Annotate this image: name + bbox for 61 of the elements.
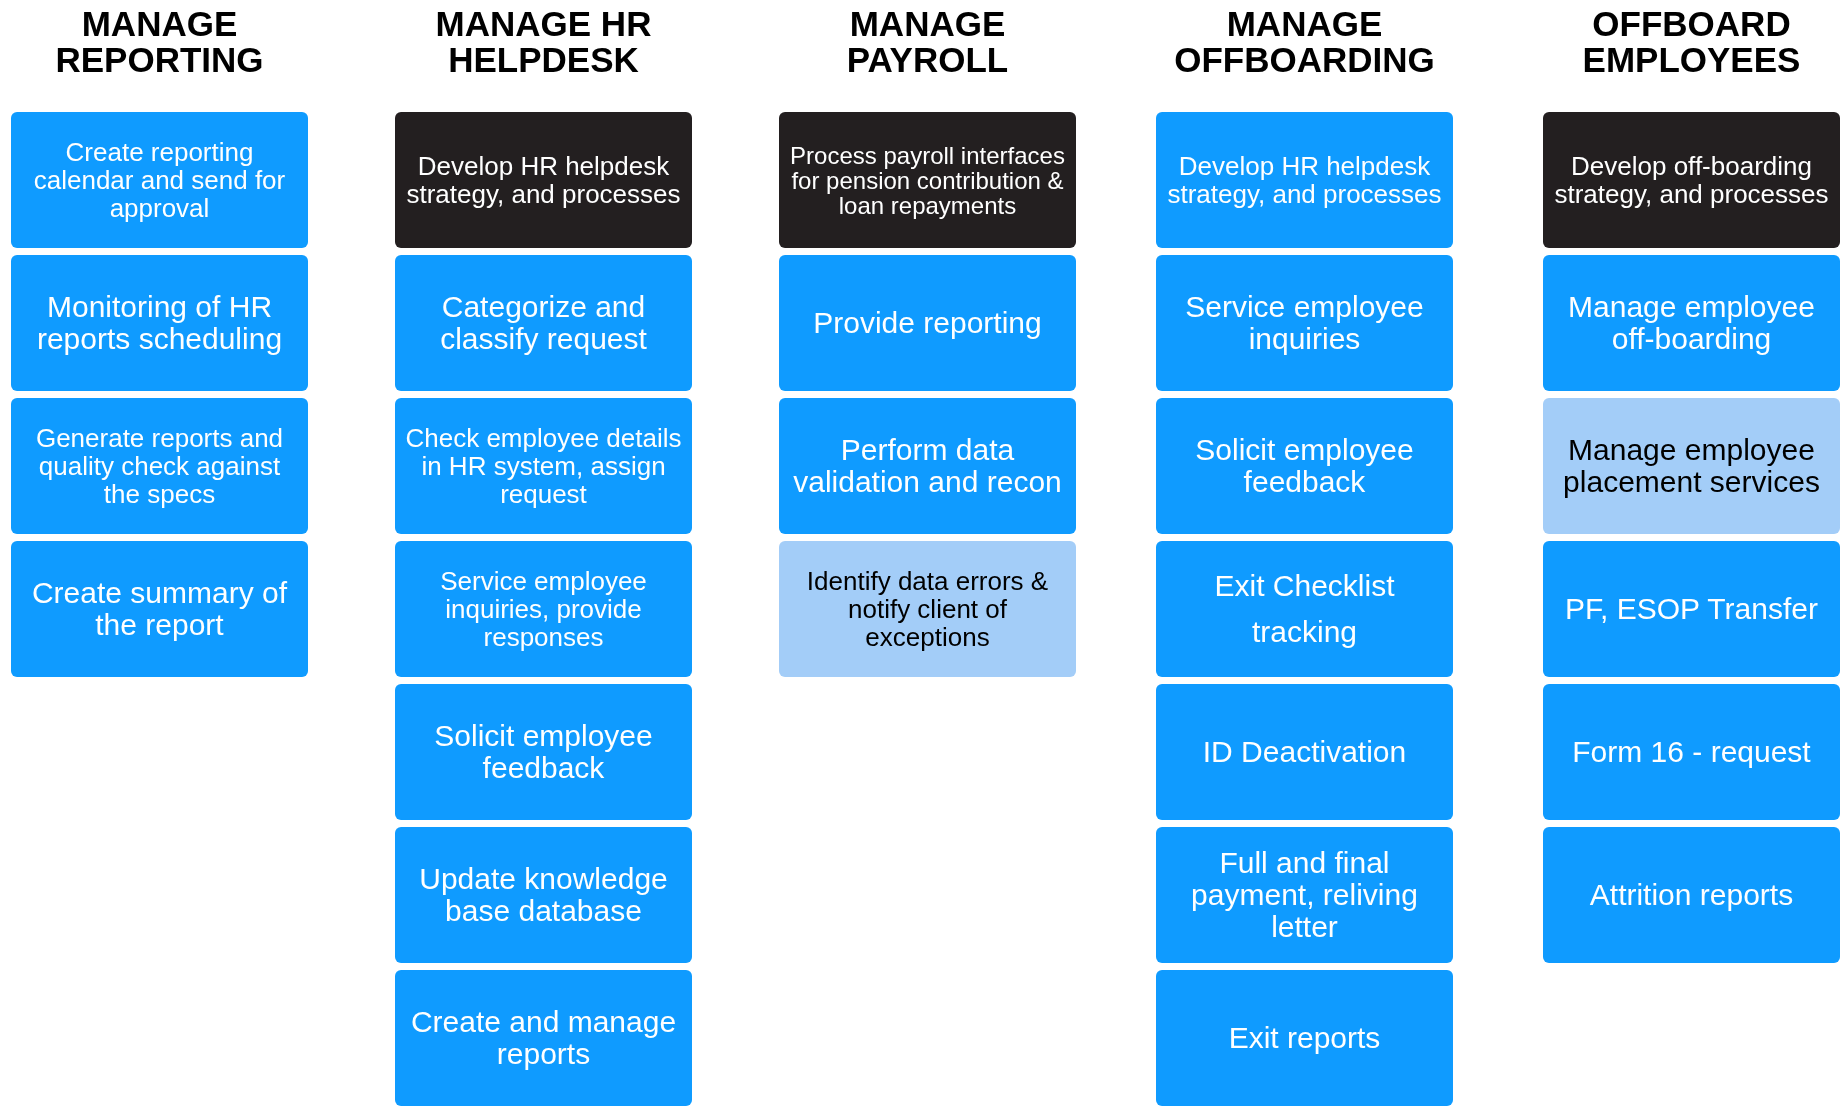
box-text: Create summary of the report xyxy=(30,577,289,641)
process-box xyxy=(779,541,1076,677)
process-box xyxy=(1543,398,1840,534)
box-text: Service employee inquiries, provide responses xyxy=(439,567,648,651)
process-box xyxy=(1156,255,1453,391)
box-text: PF, ESOP Transfer xyxy=(1565,591,1818,627)
box-text: ID Deactivation xyxy=(1202,734,1407,770)
column-heading: MANAGE PAYROLL xyxy=(845,6,1010,78)
process-box xyxy=(1156,684,1453,820)
box-text: Check employee details in HR system, assign request xyxy=(404,424,683,508)
process-box xyxy=(1543,112,1840,248)
process-box xyxy=(395,684,692,820)
column-heading: MANAGE HR HELPDESK xyxy=(434,6,653,78)
box-text: Develop off-boarding strategy, and processes xyxy=(1553,152,1830,208)
box-text: Full and final payment, reliving letter xyxy=(1190,847,1419,943)
process-box xyxy=(1543,255,1840,391)
box-text: Provide reporting xyxy=(813,305,1042,341)
process-box xyxy=(395,112,692,248)
box-text: Categorize and classify request xyxy=(439,291,648,355)
process-box xyxy=(11,541,308,677)
box-text: Attrition reports xyxy=(1589,877,1794,913)
process-box xyxy=(11,255,308,391)
column-heading: MANAGE REPORTING xyxy=(54,6,265,78)
process-box xyxy=(779,398,1076,534)
box-text: Develop HR helpdesk strategy, and processes xyxy=(1166,152,1443,208)
column-heading: OFFBOARD EMPLOYEES xyxy=(1581,6,1802,78)
box-text: Solicit employee feedback xyxy=(1194,434,1415,498)
process-box xyxy=(395,541,692,677)
box-text: Exit Checklist tracking xyxy=(1213,568,1396,650)
box-text: Develop HR helpdesk strategy, and processes xyxy=(405,152,682,208)
box-text: Generate reports and quality check against the specs xyxy=(34,424,285,508)
process-box xyxy=(1543,827,1840,963)
process-box xyxy=(779,255,1076,391)
process-box xyxy=(1156,970,1453,1106)
box-text: Service employee inquiries xyxy=(1184,291,1425,355)
process-box xyxy=(1156,541,1453,677)
process-box xyxy=(11,398,308,534)
box-text: Process payroll interfaces for pension contribution & loan repayments xyxy=(789,142,1066,218)
process-box xyxy=(779,112,1076,248)
box-text: Monitoring of HR reports scheduling xyxy=(35,291,284,355)
process-box xyxy=(395,398,692,534)
process-box xyxy=(395,970,692,1106)
box-text: Update knowledge base database xyxy=(418,863,669,927)
box-text: Create and manage reports xyxy=(409,1006,678,1070)
column-heading: MANAGE OFFBOARDING xyxy=(1173,6,1436,78)
process-box xyxy=(1156,398,1453,534)
process-box xyxy=(395,827,692,963)
box-text: Identify data errors & notify client of exceptions xyxy=(805,567,1050,651)
box-text: Manage employee off-boarding xyxy=(1567,291,1816,355)
process-box xyxy=(1543,684,1840,820)
box-text: Create reporting calendar and send for approval xyxy=(32,138,287,222)
process-box xyxy=(1156,827,1453,963)
box-text: Perform data validation and recon xyxy=(792,434,1063,498)
process-box xyxy=(1543,541,1840,677)
process-box xyxy=(395,255,692,391)
process-box xyxy=(11,112,308,248)
process-box xyxy=(1156,112,1453,248)
box-text: Manage employee placement services xyxy=(1562,434,1821,498)
box-text: Exit reports xyxy=(1228,1020,1381,1056)
box-text: Form 16 - request xyxy=(1572,734,1811,770)
box-text: Solicit employee feedback xyxy=(433,720,654,784)
